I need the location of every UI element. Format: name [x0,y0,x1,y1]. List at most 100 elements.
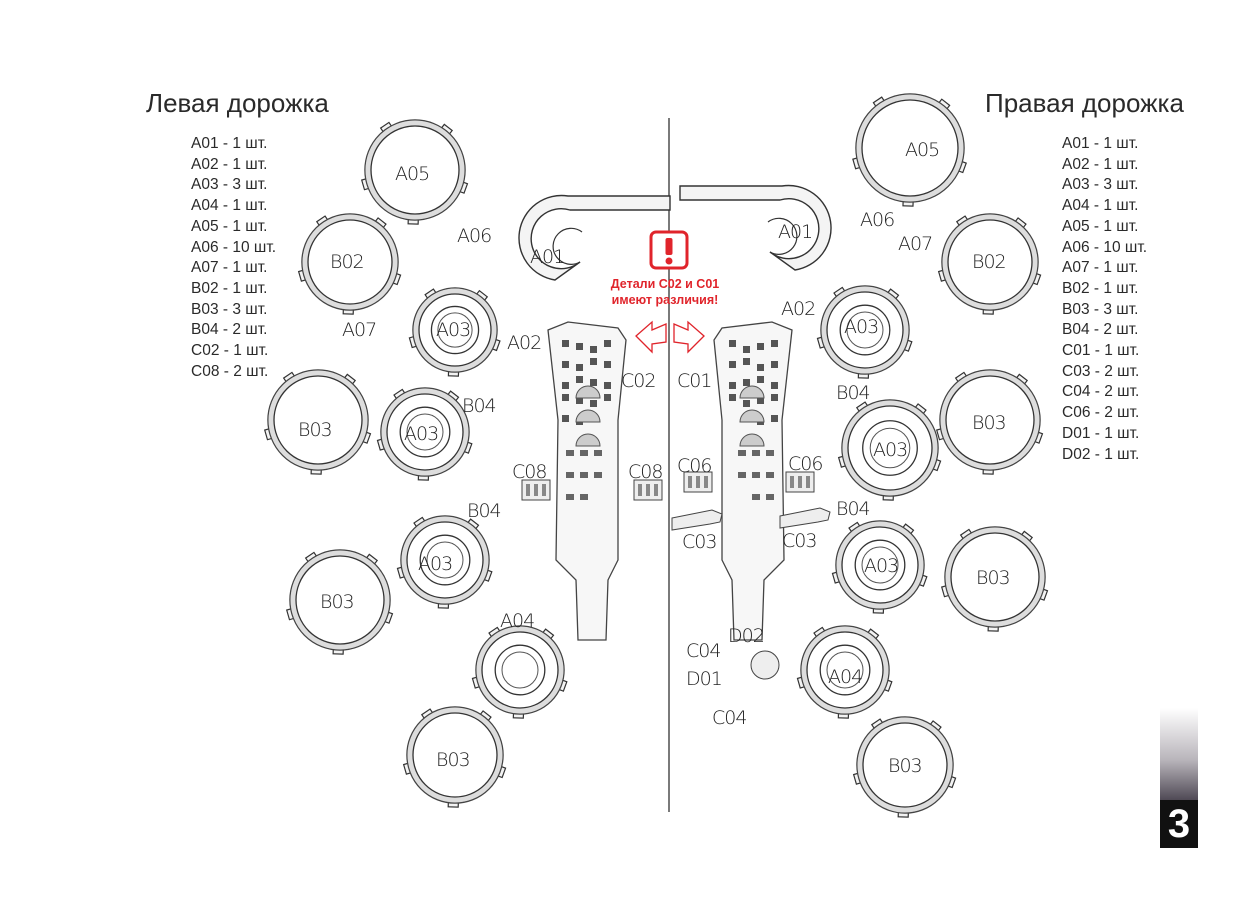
part-c08-left [521,479,551,501]
parts-list-item: B02 - 1 шт. [191,279,268,297]
warning-line-2: имеют различия! [611,293,719,307]
parts-list-item: D02 - 1 шт. [1062,445,1140,463]
part-label: A01 [778,221,812,243]
part-label: A01 [530,246,564,268]
part-label: A03 [864,555,898,577]
parts-list-item: A01 - 1 шт. [1062,135,1139,152]
page-number-gradient [1160,708,1198,802]
part-label: A03 [418,553,452,575]
warning-text: Детали C02 и C01 имеют различия! [590,276,740,308]
part-label: A02 [781,298,815,320]
part-label: C01 [677,370,711,392]
part-label: A06 [457,225,491,247]
part-label: A05 [905,139,939,161]
exclamation-icon [649,230,689,270]
part-b03-right [935,369,1044,475]
part-label: D02 [728,625,764,647]
parts-list-item: C02 - 1 шт. [191,342,269,360]
part-label: A03 [436,319,470,341]
part-label: A07 [342,319,376,341]
parts-list-item: B03 - 3 шт. [1062,300,1139,318]
parts-list-item: D01 - 1 шт. [1062,424,1140,442]
right-track-title: Правая дорожка [985,88,1184,118]
parts-list-item: A07 - 1 шт. [191,259,268,277]
right-parts-list: A01 - 1 шт. A02 - 1 шт. A03 - 3 шт. A04 - 1… [1062,134,1147,465]
parts-list-item: B03 - 3 шт. [191,300,268,318]
part-label: B03 [436,749,470,771]
part-label: A02 [507,332,541,354]
part-b03-left [402,706,507,808]
part-b03-left [263,369,372,475]
part-label: A06 [860,209,894,231]
arrows-icon [635,320,705,354]
parts-list-item: B04 - 2 шт. [191,321,268,339]
part-a01-right [679,184,832,271]
part-a04-right [796,625,893,719]
part-a03-left [376,387,473,481]
left-parts-list: A01 - 1 шт. A02 - 1 шт. A03 - 3 шт. A04 - 1… [191,134,276,382]
part-label: B04 [467,500,501,522]
part-a03-left [408,287,501,377]
parts-list-item: B04 - 2 шт. [1062,321,1139,339]
part-a04-left [471,625,568,719]
part-c03-right [671,509,723,531]
parts-list-item: A02 - 1 шт. [1062,155,1139,173]
part-a05-left [360,119,469,225]
part-a01-left [518,194,671,281]
parts-list-item: C03 - 2 шт. [1062,362,1140,380]
part-label: B02 [330,251,364,273]
parts-list-item: B02 - 1 шт. [1062,279,1139,297]
part-c03-right [779,507,831,529]
parts-list-item: A04 - 1 шт. [1062,197,1139,215]
part-b03-left [285,549,394,655]
part-label: C04 [712,707,746,729]
part-label: C03 [782,530,816,552]
parts-list-item: A04 - 1 шт. [191,197,268,215]
part-c02 [547,321,627,641]
part-label: B03 [976,567,1010,589]
parts-list-item: A06 - 10 шт. [1062,238,1148,256]
part-label: B04 [462,395,496,417]
part-label: B03 [320,591,354,613]
part-c06-right [785,471,815,493]
part-d01 [750,650,780,680]
parts-layer [263,93,1049,818]
parts-list-item: A05 - 1 шт. [191,217,268,235]
parts-list-item: C01 - 1 шт. [1062,342,1140,360]
parts-list-item: C06 - 2 шт. [1062,404,1140,422]
parts-list-item: A07 - 1 шт. [1062,259,1139,277]
warning-line-1: Детали C02 и C01 [610,277,720,291]
part-label: A03 [844,316,878,338]
part-b03-right [940,526,1049,632]
part-label: B03 [298,419,332,441]
parts-list-item: A06 - 10 шт. [191,238,277,256]
part-label: B03 [888,755,922,777]
parts-list-item: A03 - 3 шт. [1062,176,1139,194]
parts-list-item: A02 - 1 шт. [191,155,268,173]
part-label: C03 [682,531,716,553]
parts-list-item: A01 - 1 шт. [191,135,268,152]
part-c01 [713,321,793,641]
part-b03-right [852,716,957,818]
part-label: C06 [788,453,822,475]
part-b02-right [937,213,1042,315]
part-label: C06 [677,455,711,477]
part-label: C04 [686,640,720,662]
parts-list-item: C08 - 2 шт. [191,362,269,380]
part-label: A04 [828,666,862,688]
page-number: 3 [1160,800,1198,848]
parts-list-item: A03 - 3 шт. [191,176,268,194]
part-label: A04 [500,610,534,632]
part-label: D01 [686,668,722,690]
part-label: C08 [628,461,662,483]
part-label: A07 [898,233,932,255]
part-a05-right [852,93,967,207]
parts-list-item: A05 - 1 шт. [1062,217,1139,235]
part-label: C02 [621,370,655,392]
part-label: A05 [395,163,429,185]
part-a03-right [837,399,942,501]
part-label: C08 [512,461,546,483]
left-track-title: Левая дорожка [146,88,329,118]
part-a03-right [831,520,928,614]
